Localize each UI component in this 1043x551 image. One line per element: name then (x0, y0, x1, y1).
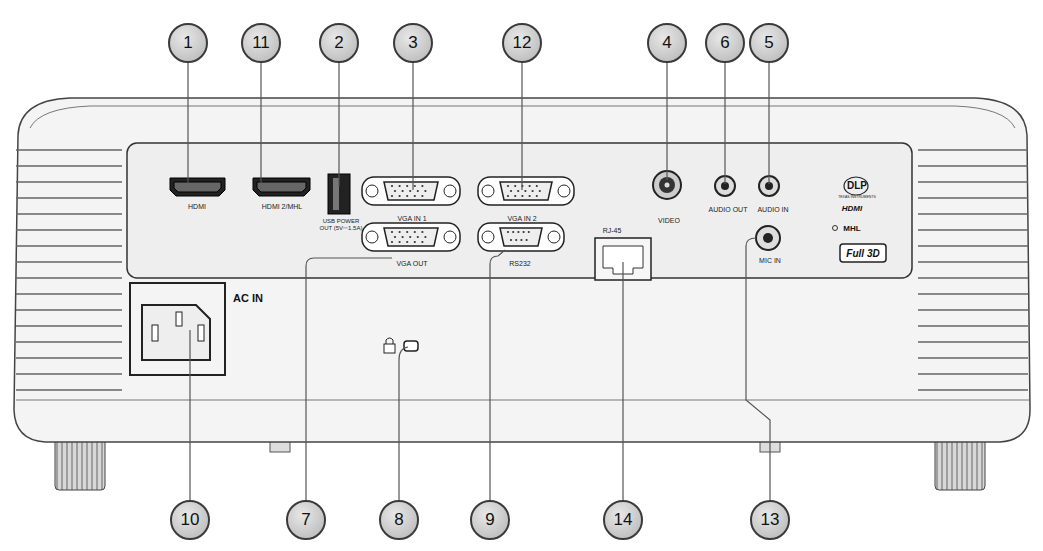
leader-lines (188, 63, 770, 500)
port-label: MIC IN (759, 257, 781, 265)
port-label: USB POWER OUT (5V⎓1.5A) (318, 218, 364, 232)
callout-circle: 3 (393, 23, 433, 63)
hdmi-ports (170, 178, 310, 196)
logo-text: DLP (847, 180, 867, 191)
callout-number: 11 (252, 33, 270, 53)
callout-number: 10 (181, 510, 200, 530)
callout-circle: 9 (470, 500, 510, 540)
callout-circle: 14 (603, 500, 643, 540)
logo-text: TEXAS INSTRUMENTS (838, 195, 876, 199)
port-label: AUDIO OUT (709, 206, 748, 214)
callout-number: 2 (334, 33, 343, 53)
callout-number: 5 (764, 33, 773, 53)
port-label: RS232 (509, 260, 530, 268)
callout-circle: 10 (170, 500, 210, 540)
logo-text: Full 3D (846, 248, 879, 259)
callout-number: 12 (513, 33, 532, 53)
callout-number: 1 (183, 33, 192, 53)
callout-number: 8 (394, 510, 403, 530)
callout-number: 4 (662, 33, 671, 53)
callout-number: 9 (485, 510, 494, 530)
port-label: HDMI (188, 203, 206, 211)
callout-circle: 6 (705, 23, 745, 63)
callout-circle: 2 (319, 23, 359, 63)
io-panel (127, 143, 912, 278)
port-label: VGA IN 2 (507, 215, 536, 223)
d-sub-ports (362, 177, 574, 251)
ac-inlet (130, 283, 225, 375)
feet (55, 438, 985, 490)
port-label: RJ-45 (603, 227, 622, 235)
callout-circle: 13 (750, 500, 790, 540)
port-label: VIDEO (658, 217, 680, 225)
callout-number: 3 (408, 33, 417, 53)
logo-text: MHL (843, 224, 860, 233)
callout-circle: 12 (502, 23, 542, 63)
callout-circle: 11 (241, 23, 281, 63)
callout-circle: 7 (286, 500, 326, 540)
callout-circle: 5 (749, 23, 789, 63)
callout-circle: 4 (647, 23, 687, 63)
callout-number: 7 (301, 510, 310, 530)
port-label: VGA IN 1 (397, 215, 426, 223)
power-label: AC IN (233, 292, 263, 304)
port-label: HDMI 2/MHL (262, 203, 302, 211)
logo-text: HDMI (842, 204, 862, 213)
callout-circle: 1 (168, 23, 208, 63)
callout-number: 6 (720, 33, 729, 53)
logo-marks (833, 177, 887, 262)
callout-number: 13 (761, 510, 780, 530)
port-label: AUDIO IN (757, 206, 788, 214)
port-label: VGA OUT (396, 260, 427, 268)
callout-circle: 8 (379, 500, 419, 540)
callout-number: 14 (614, 510, 633, 530)
